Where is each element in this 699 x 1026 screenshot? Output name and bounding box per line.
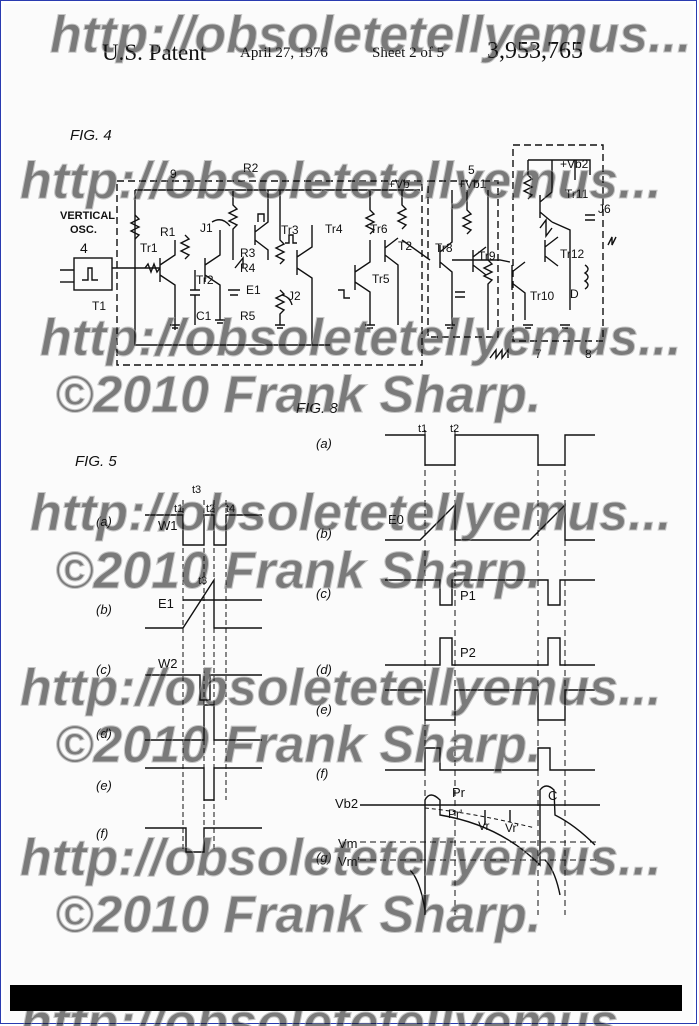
fig5-labels: FIG. 5 (a) (b) (c) (d) (e) (f) t1 t3 t2 … <box>75 453 235 841</box>
fig4-vb: +Vb <box>388 177 410 191</box>
watermark-url: http://obsoletetellyemus... <box>50 6 691 64</box>
fig8-p1: P1 <box>460 588 476 603</box>
watermark-copyright: ©2010 Frank Sharp. <box>55 366 541 424</box>
watermark-copyright: ©2010 Frank Sharp. <box>55 716 541 774</box>
patent-office-label: U.S. Patent <box>102 40 207 65</box>
fig4-j1: J1 <box>200 221 213 235</box>
patent-sheet <box>4 4 693 1020</box>
fig4-r2: R2 <box>243 161 259 175</box>
fig4-tr1: Tr1 <box>140 241 158 255</box>
sheet-number: Sheet 2 of 5 <box>372 45 445 61</box>
fig8-timing <box>360 430 600 915</box>
fig4-r1: R1 <box>160 225 176 239</box>
footer-bar <box>10 985 682 1011</box>
fig4-title: FIG. 4 <box>70 127 112 144</box>
fig5-row-c: (c) <box>96 662 111 677</box>
watermark-copyright: ©2010 Frank Sharp. <box>55 542 541 600</box>
fig8-pr: Pr <box>452 785 466 800</box>
fig5-t3-b: t3 <box>198 575 207 587</box>
fig4-tr11: Tr11 <box>565 187 589 201</box>
fig8-row-a: (a) <box>316 436 332 451</box>
fig8-row-d: (d) <box>316 662 332 677</box>
fig4-t1: T1 <box>92 299 106 313</box>
fig8-vm-prime: Vm' <box>338 854 360 869</box>
fig5-row-f: (f) <box>96 826 108 841</box>
fig4-d: D <box>570 287 579 301</box>
fig5-w1: W1 <box>158 518 178 533</box>
fig4-block-7: 7 <box>535 347 542 361</box>
fig8-row-g: (g) <box>316 850 332 865</box>
fig5-t4: t4 <box>226 503 235 515</box>
fig5-row-b: (b) <box>96 602 112 617</box>
fig5-w2: W2 <box>158 656 178 671</box>
fig8-e0: E0 <box>388 512 404 527</box>
patent-date: April 27, 1976 <box>240 45 328 61</box>
fig4-tr6: Tr6 <box>370 222 388 236</box>
fig4-tr3: Tr3 <box>281 223 299 237</box>
fig8-vr: Vr <box>478 819 490 833</box>
fig5-row-a: (a) <box>96 514 112 529</box>
fig4-vb1: +Vb1 <box>458 177 487 191</box>
fig8-c: C <box>548 788 557 803</box>
fig5-timing <box>145 500 262 853</box>
watermark-layer: http://obsoletetellyemus... http://obsol… <box>19 5 692 1026</box>
fig4-r3: R3 <box>240 246 256 260</box>
fig8-row-c: (c) <box>316 586 331 601</box>
fig4-labels: FIG. 4 9 5 7 8 4 VERTICAL OSC. T1 Tr1 R1… <box>60 127 611 361</box>
fig5-t1: t1 <box>174 503 183 515</box>
fig4-e1: E1 <box>246 283 261 297</box>
fig8-t1: t1 <box>418 423 427 435</box>
fig8-row-f: (f) <box>316 766 328 781</box>
fig5-row-d: (d) <box>96 726 112 741</box>
watermark-url: http://obsoletetellyemus... <box>40 309 681 367</box>
fig4-t2: T2 <box>398 239 412 253</box>
fig4-vertical-label: VERTICAL <box>60 210 115 222</box>
fig4-tr12: Tr12 <box>560 247 585 261</box>
fig8-vm: Vm <box>338 836 358 851</box>
fig8-title: FIG. 8 <box>296 400 338 417</box>
fig5-row-e: (e) <box>96 778 112 793</box>
fig8-row-b: (b) <box>316 526 332 541</box>
fig5-t3: t3 <box>192 484 201 496</box>
watermark-url: http://obsoletetellyemus... <box>30 484 671 542</box>
fig4-tr4: Tr4 <box>325 222 343 236</box>
fig8-labels: FIG. 8 (a) (b) (c) (d) (e) (f) (g) t1 t2… <box>296 400 557 869</box>
fig8-vb2: Vb2 <box>335 796 358 811</box>
fig4-r5: R5 <box>240 309 256 323</box>
fig4-block-4: 4 <box>80 240 88 256</box>
fig5-title: FIG. 5 <box>75 453 117 470</box>
fig4-tr8: Tr8 <box>435 241 453 255</box>
watermark-url: http://obsoletetellyemus... <box>20 659 661 717</box>
fig4-tr5: Tr5 <box>372 272 390 286</box>
fig4-block-8: 8 <box>585 347 592 361</box>
fig8-vr-prime: Vr' <box>505 821 519 835</box>
watermark-url: http://obsoletetellyemus... <box>20 829 661 887</box>
fig8-t2: t2 <box>450 423 459 435</box>
fig5-t2: t2 <box>206 503 215 515</box>
fig4-c1: C1 <box>196 309 212 323</box>
fig4-j2: J2 <box>288 289 301 303</box>
fig8-pr-prime: Pr' <box>448 807 462 821</box>
fig8-p2: P2 <box>460 645 476 660</box>
fig4-r4: R4 <box>240 261 256 275</box>
fig8-row-e: (e) <box>316 702 332 717</box>
watermark-url: http://obsoletetellyemus... <box>20 152 661 210</box>
fig4-circuit <box>60 144 617 366</box>
fig4-tr10: Tr10 <box>530 289 555 303</box>
fig4-osc-label: OSC. <box>70 224 97 236</box>
fig4-block-9: 9 <box>170 167 177 181</box>
fig4-block-5: 5 <box>468 163 475 177</box>
fig5-e1: E1 <box>158 596 174 611</box>
fig4-tr9: Tr9 <box>478 249 496 263</box>
patent-number: 3,953,765 <box>487 38 583 64</box>
fig4-tr2: Tr2 <box>196 273 214 287</box>
fig4-vb2: +Vb2 <box>560 157 589 171</box>
fig4-j6: J6 <box>598 202 611 216</box>
watermark-copyright: ©2010 Frank Sharp. <box>55 886 541 944</box>
